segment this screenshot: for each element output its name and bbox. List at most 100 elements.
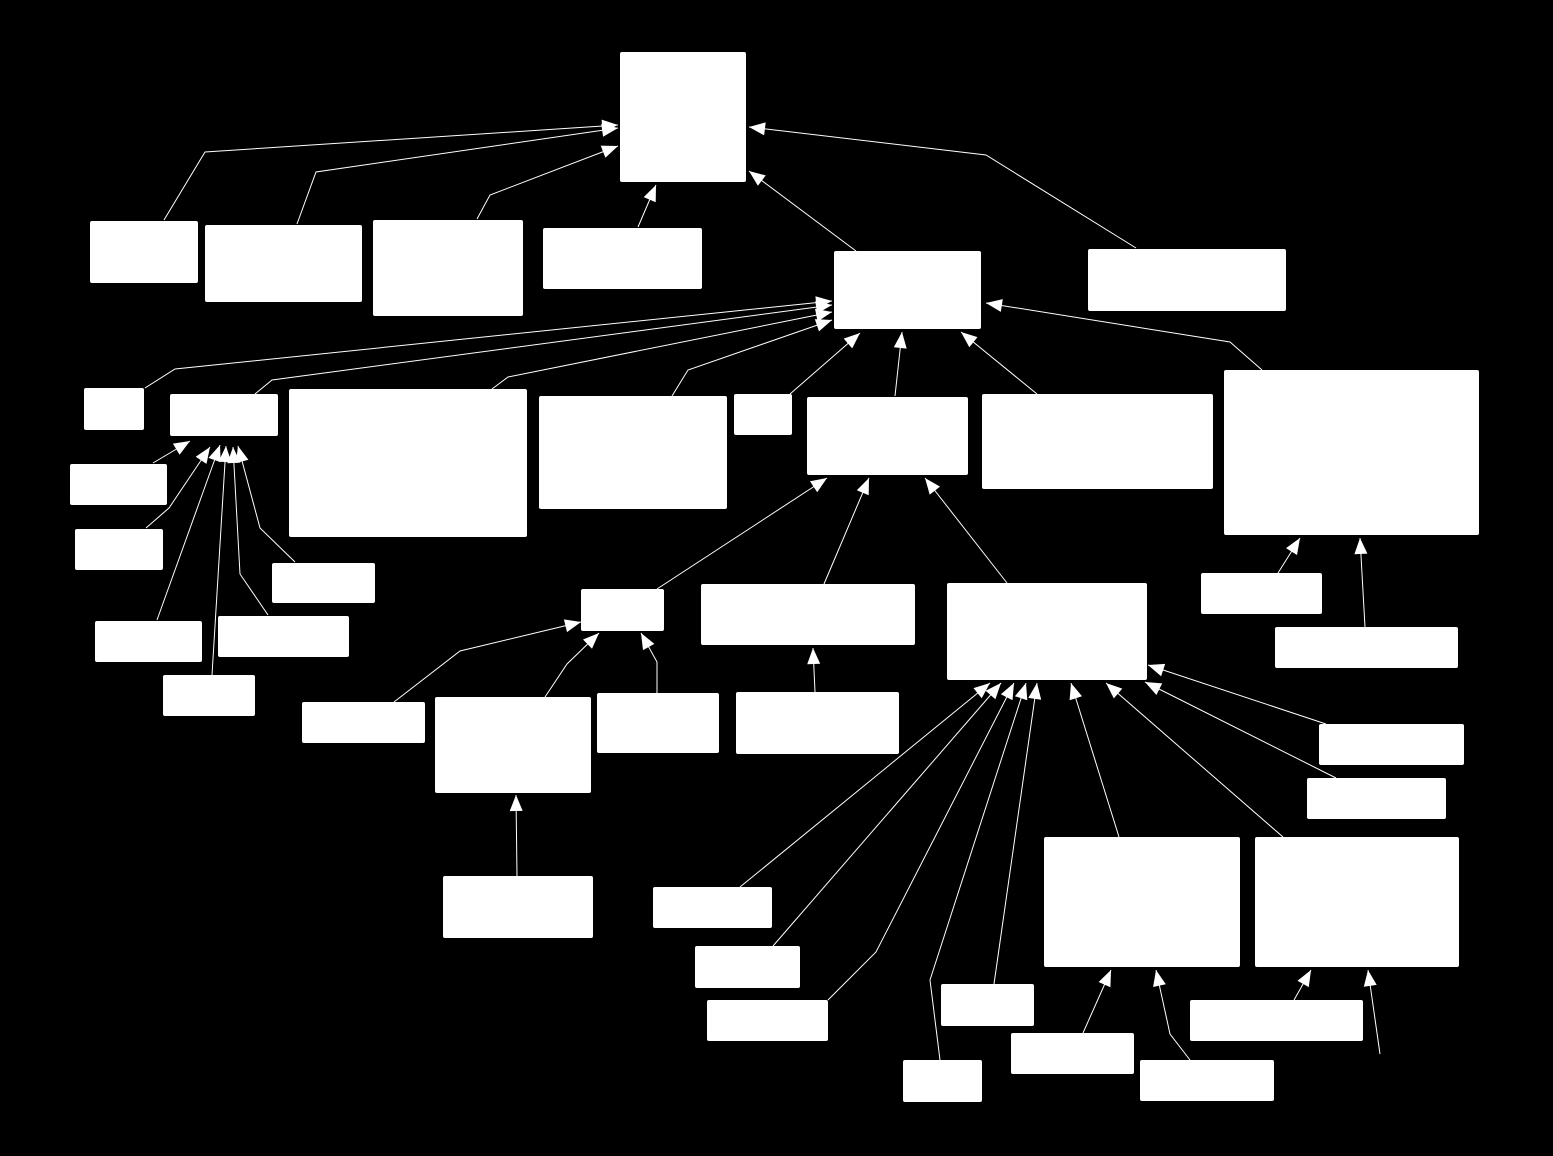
- concept-node-d1[interactable]: [581, 589, 664, 631]
- edge-line: [476, 145, 619, 220]
- arrowhead-icon: [235, 446, 249, 464]
- concept-node-b3[interactable]: [289, 389, 527, 537]
- edge-n-a2-to-n-top: [296, 123, 619, 225]
- arrowhead-icon: [807, 648, 821, 665]
- arrowhead-icon: [1145, 682, 1163, 695]
- edge-n-a1-to-n-top: [163, 119, 619, 221]
- concept-node-g10[interactable]: [1190, 1000, 1363, 1041]
- edge-line: [827, 682, 1015, 1001]
- arrowhead-icon: [563, 619, 581, 633]
- edge-n-a4-to-n-top: [637, 184, 657, 228]
- concept-node-g3[interactable]: [707, 1000, 828, 1041]
- edge-n-g9-to-n-g6: [1153, 969, 1191, 1061]
- arrowhead-icon: [985, 683, 1001, 700]
- concept-node-hub-left[interactable]: [170, 394, 278, 436]
- concept-node-hub-right[interactable]: [947, 583, 1147, 680]
- concept-node-e1[interactable]: [302, 702, 425, 743]
- concept-node-g8[interactable]: [1011, 1033, 1134, 1074]
- edge-n-mid-to-n-top: [748, 170, 857, 252]
- edge-line: [1155, 969, 1191, 1061]
- concept-node-c1[interactable]: [70, 464, 167, 505]
- concept-node-c4[interactable]: [218, 616, 349, 657]
- arrowhead-icon: [961, 332, 978, 348]
- arrowhead-icon: [814, 319, 832, 332]
- arrowhead-icon: [810, 478, 827, 493]
- arrowhead-icon: [1297, 970, 1311, 988]
- concept-node-g4[interactable]: [903, 1060, 982, 1102]
- edge-line: [211, 445, 227, 676]
- concept-node-e5[interactable]: [1319, 724, 1464, 765]
- concept-node-g1[interactable]: [653, 887, 772, 928]
- concept-node-c2[interactable]: [75, 529, 163, 570]
- concept-node-g2[interactable]: [695, 946, 800, 988]
- concept-node-b6[interactable]: [807, 397, 968, 475]
- edge-n-d4-to-n-b8: [1277, 537, 1301, 574]
- edge-n-hub-left-to-n-mid: [254, 300, 833, 395]
- edge-line: [232, 446, 269, 616]
- edge-line: [739, 682, 991, 888]
- concept-node-c6[interactable]: [163, 675, 255, 716]
- edge-n-d2-to-n-b6: [823, 477, 870, 585]
- concept-node-b7[interactable]: [982, 394, 1213, 489]
- edge-n-c2-to-n-hub-left: [145, 446, 211, 529]
- arrowhead-icon: [172, 441, 190, 455]
- concept-node-b1[interactable]: [84, 388, 144, 430]
- concept-node-b8[interactable]: [1224, 370, 1479, 535]
- concept-node-f1[interactable]: [443, 876, 593, 938]
- concept-node-c5[interactable]: [272, 563, 375, 603]
- concept-node-e2[interactable]: [435, 697, 591, 793]
- edge-n-d1-to-n-b6: [656, 477, 828, 590]
- arrowhead-icon: [1106, 683, 1123, 699]
- edge-n-c6-to-n-hub-left: [211, 445, 232, 676]
- arrowhead-icon: [218, 446, 232, 463]
- concept-node-c3[interactable]: [95, 621, 202, 662]
- concept-node-g9[interactable]: [1140, 1060, 1274, 1101]
- concept-node-g5[interactable]: [941, 984, 1034, 1026]
- concept-node-a4[interactable]: [543, 228, 702, 289]
- concept-node-d2[interactable]: [701, 584, 915, 645]
- concept-node-e3[interactable]: [597, 693, 719, 753]
- concept-node-a6[interactable]: [1088, 249, 1286, 311]
- concept-node-b4[interactable]: [539, 396, 727, 509]
- concept-node-d4[interactable]: [1201, 573, 1322, 614]
- edge-line: [772, 682, 1002, 947]
- edge-n-g6-to-n-hub-right: [1069, 682, 1120, 838]
- edge-n-e1-to-n-d1: [393, 619, 582, 703]
- edge-line: [748, 126, 1137, 249]
- edge-n-a3-to-n-top: [476, 145, 619, 220]
- edge-n-b5-to-n-mid: [789, 332, 861, 395]
- edge-n-e2-to-n-d1: [544, 632, 600, 698]
- edge-n-b7-to-n-mid: [960, 331, 1038, 395]
- concept-node-b5[interactable]: [734, 394, 792, 435]
- edge-line: [1105, 682, 1284, 838]
- edge-n-g10-to-n-g7: [1293, 969, 1312, 1001]
- concept-node-g7[interactable]: [1255, 837, 1459, 967]
- arrowhead-icon: [1014, 683, 1028, 701]
- edge-n-g7-to-n-hub-right: [1105, 682, 1284, 838]
- edge-line: [985, 302, 1263, 371]
- concept-node-a3[interactable]: [373, 220, 523, 316]
- arrowhead-icon: [1069, 683, 1082, 701]
- concept-node-d5[interactable]: [1275, 627, 1458, 668]
- nodes-layer: [70, 52, 1479, 1102]
- edge-line: [823, 477, 870, 585]
- arrowhead-icon: [601, 123, 618, 137]
- edge-line: [393, 621, 582, 703]
- edge-n-c1-to-n-hub-left: [152, 440, 191, 464]
- arrowhead-icon: [856, 478, 869, 496]
- concept-node-a2[interactable]: [205, 225, 362, 302]
- concept-node-g6[interactable]: [1044, 837, 1240, 967]
- concept-node-a1[interactable]: [90, 221, 198, 283]
- concept-node-top[interactable]: [620, 52, 746, 182]
- arrowhead-icon: [1363, 970, 1377, 987]
- edge-n-b4-to-n-mid: [671, 319, 833, 397]
- arrowhead-icon: [1148, 663, 1166, 677]
- edge-n-g5-to-n-hub-right: [993, 682, 1042, 985]
- edge-line: [254, 304, 833, 395]
- concept-node-mid[interactable]: [834, 251, 981, 329]
- edge-n-b6-to-n-mid: [893, 331, 907, 397]
- concept-node-e4[interactable]: [736, 692, 899, 754]
- edges-layer: [144, 119, 1381, 1061]
- arrowhead-icon: [986, 299, 1003, 312]
- concept-node-e6[interactable]: [1307, 778, 1446, 819]
